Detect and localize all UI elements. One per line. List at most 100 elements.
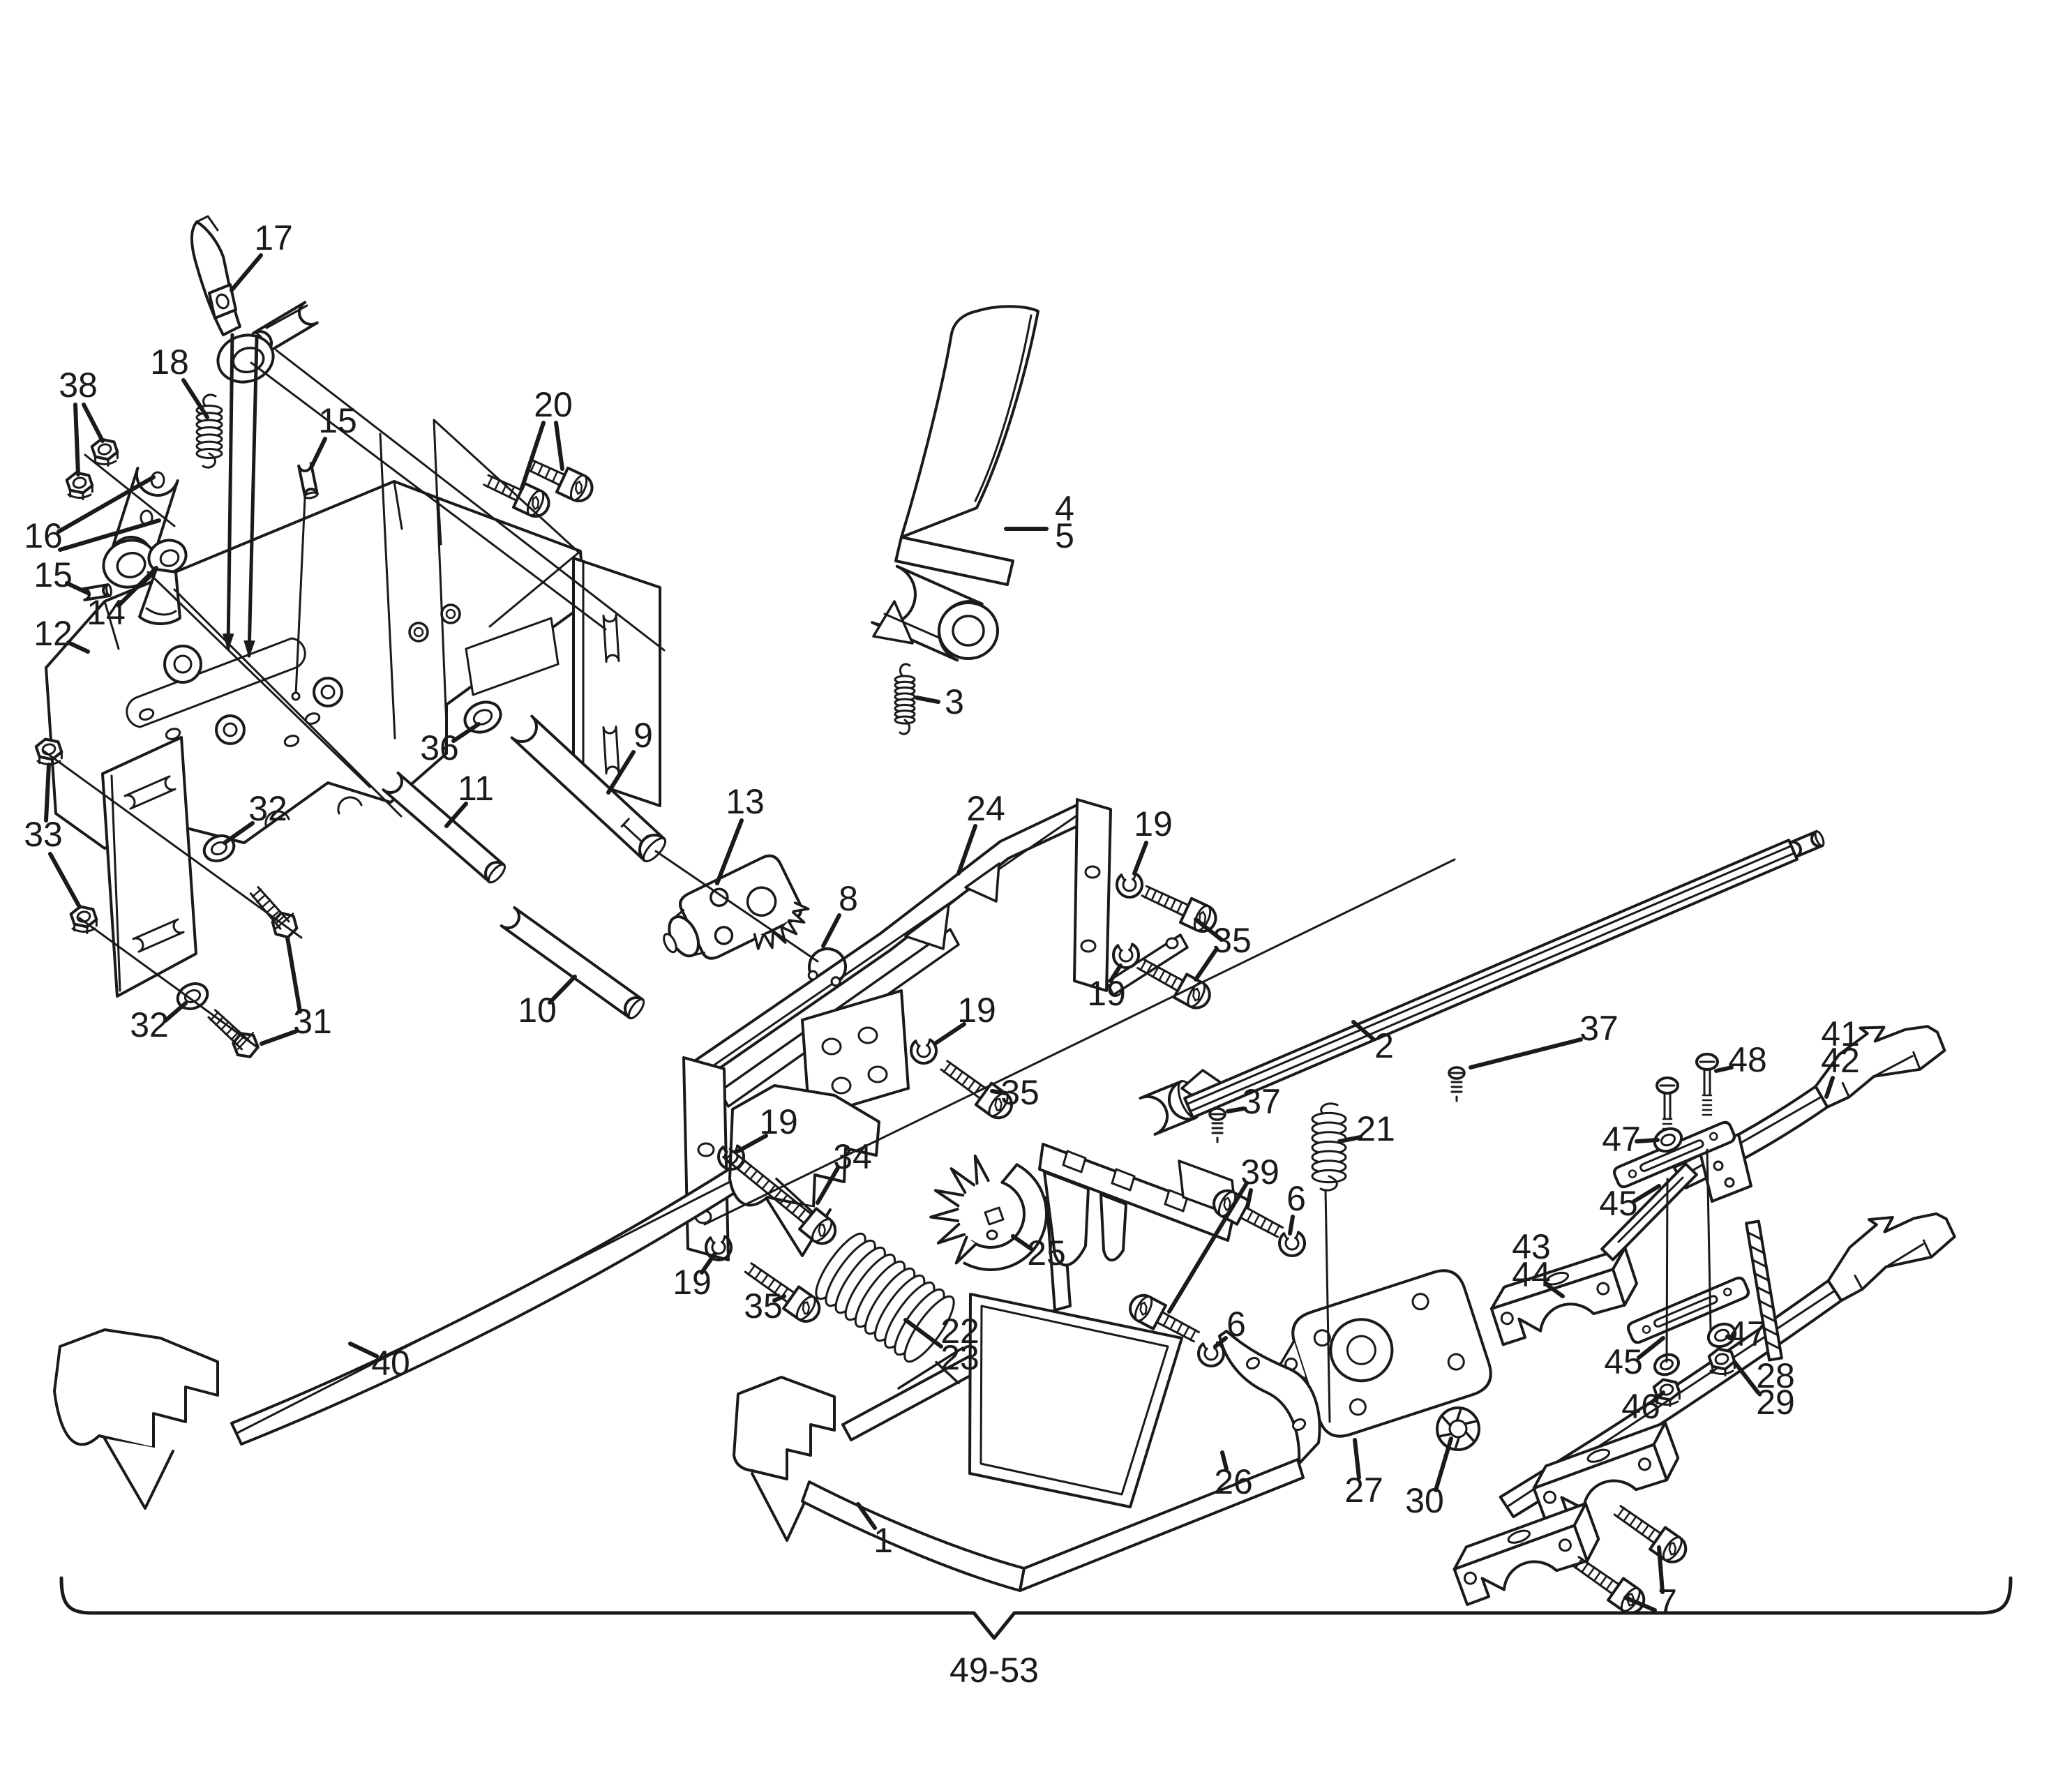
callout-26: 26 — [1214, 1450, 1253, 1501]
callout-40: 40 — [348, 1342, 410, 1383]
callout-32: 32 — [130, 1001, 188, 1044]
flange-nut-38a — [90, 437, 119, 467]
washer-47b — [1706, 1322, 1737, 1349]
callout-20: 20 — [520, 385, 573, 490]
clamp-block-b — [1452, 1502, 1600, 1606]
callout-37: 37 — [1226, 1082, 1281, 1121]
leader-line — [117, 566, 158, 608]
hatch-spring — [1745, 1219, 1783, 1362]
leader-line — [1351, 1020, 1375, 1041]
cam-washer-14 — [138, 539, 188, 626]
callout-48: 48 — [1714, 1040, 1767, 1079]
axis-lines-layer — [42, 333, 1712, 1423]
callout-38: 38 — [59, 366, 105, 476]
leader-line — [821, 913, 841, 948]
leader-line — [57, 475, 156, 534]
part-number-label: 18 — [150, 343, 189, 382]
part-number-label: 35 — [1213, 921, 1252, 960]
leader-line — [1011, 1234, 1033, 1251]
leader-line — [1824, 1076, 1835, 1099]
leader-line — [1213, 1336, 1228, 1349]
leader-line — [1245, 1188, 1253, 1209]
part-number-label: 15 — [318, 401, 357, 440]
index-plate-45b — [1627, 1276, 1750, 1344]
axis-line — [703, 858, 1456, 1226]
callout-15: 15 — [310, 401, 357, 468]
callout-18: 18 — [150, 343, 209, 419]
leader-line — [1132, 841, 1148, 876]
set-screw-37b — [1208, 1107, 1226, 1143]
part-number-label: 29 — [1756, 1383, 1795, 1422]
set-screw-37a — [1448, 1066, 1466, 1102]
push-nut-30 — [1436, 1406, 1480, 1451]
callout-33: 33 — [24, 763, 82, 909]
cap-screw-35d — [744, 1262, 821, 1323]
pan-screw-48b — [1695, 1053, 1719, 1116]
part-number-label: 24 — [966, 789, 1005, 828]
part-number-label: 37 — [1579, 1009, 1619, 1048]
part-number-label: 32 — [248, 789, 287, 828]
part-number-label: 19 — [957, 991, 996, 1030]
axis-line — [654, 850, 819, 963]
leader-line — [1167, 1181, 1249, 1314]
part-number-label: 2 — [1374, 1026, 1394, 1065]
part-number-label: 4 — [1055, 489, 1074, 528]
part-number-label: 37 — [1242, 1082, 1281, 1121]
snap-ring-8 — [807, 947, 847, 987]
sector-gear-13 — [663, 854, 810, 960]
leader-line — [1657, 1545, 1665, 1594]
part-number-label: 45 — [1599, 1184, 1638, 1223]
leader-line — [1714, 1065, 1734, 1073]
callout-19: 19 — [1087, 963, 1126, 1013]
part-number-label: 35 — [1000, 1073, 1039, 1112]
leader-line — [1637, 1336, 1665, 1360]
leader-line — [444, 802, 468, 828]
part-number-label: 19 — [673, 1263, 712, 1302]
leader-line — [1469, 1037, 1583, 1069]
part-number-label: 48 — [1728, 1040, 1767, 1079]
leader-line — [310, 437, 327, 468]
leader-line — [956, 824, 977, 876]
parts-layer — [34, 215, 1956, 1614]
part-number-label: 12 — [33, 614, 73, 653]
part-number-label: 46 — [1621, 1387, 1660, 1426]
pedal-plate-26 — [1218, 1330, 1321, 1465]
leader-line — [1635, 1138, 1660, 1143]
part-number-label: 43 — [1512, 1227, 1551, 1266]
range-brace — [59, 1576, 2013, 1640]
callout-45: 45 — [1599, 1184, 1661, 1223]
leader-line — [903, 1318, 943, 1349]
leader-line — [1651, 1390, 1665, 1403]
leader-line — [58, 518, 161, 552]
callout-19: 19 — [1132, 804, 1173, 876]
callout-2: 2 — [1351, 1020, 1394, 1065]
part-number-label: 10 — [518, 991, 557, 1030]
leader-line — [82, 403, 105, 443]
axis-line — [275, 349, 666, 652]
leader-line — [915, 696, 940, 704]
leader-line — [933, 1022, 966, 1046]
index-plate-45a — [1613, 1120, 1736, 1189]
part-number-label: 45 — [1604, 1342, 1643, 1381]
flange-nut-33b — [69, 905, 98, 934]
part-number-label: 20 — [534, 385, 573, 424]
callout-5: 5 — [1004, 516, 1074, 555]
callout-8: 8 — [821, 879, 858, 948]
leader-line — [230, 253, 263, 292]
leader-line — [816, 1166, 840, 1205]
lock-washer-19b — [1112, 943, 1140, 969]
part-number-label: 19 — [1087, 974, 1126, 1013]
pivot-rod-11 — [382, 771, 506, 884]
part-number-label: 15 — [33, 555, 73, 594]
callout-1: 1 — [856, 1502, 893, 1560]
callout-6: 6 — [1286, 1179, 1306, 1236]
part-number-label: 40 — [371, 1344, 410, 1383]
flange-nut-46b — [1707, 1347, 1736, 1376]
roller-10 — [500, 906, 645, 1020]
leader-line — [700, 1252, 716, 1275]
ratchet-wheel-25 — [929, 1154, 1048, 1271]
pin-15a — [297, 462, 319, 500]
